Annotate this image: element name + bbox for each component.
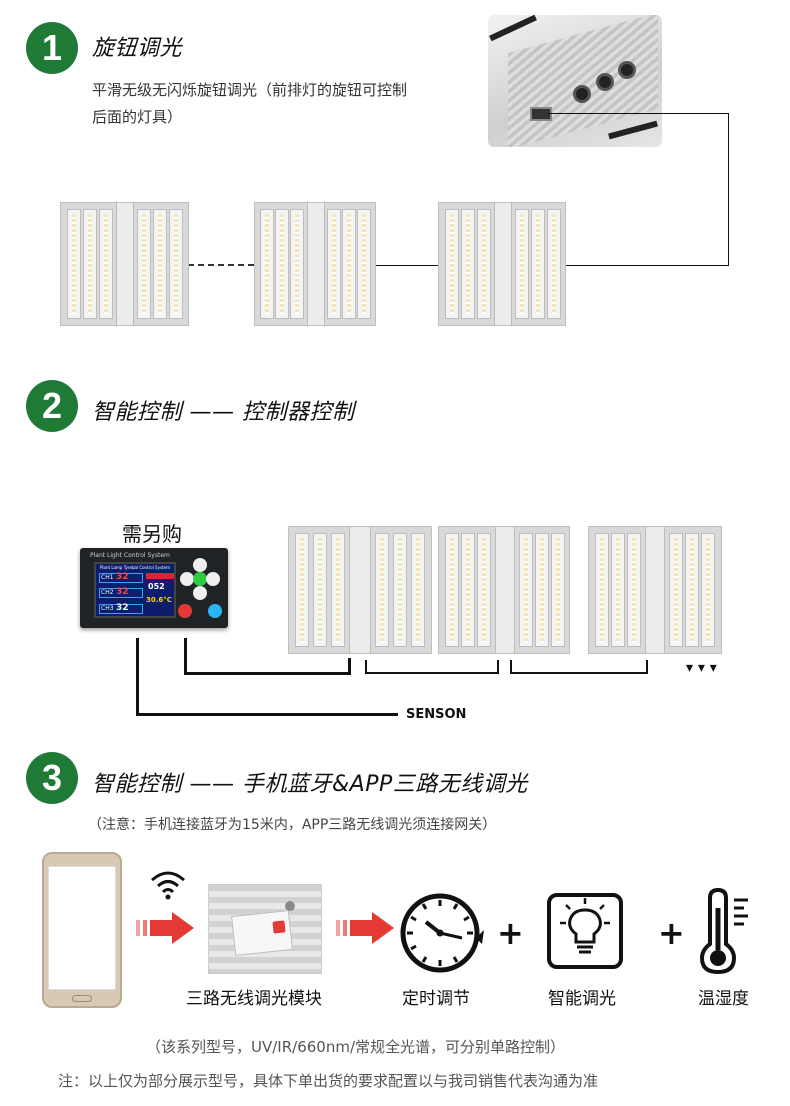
sensor-cable <box>136 713 398 716</box>
sensor-label: SENSON <box>406 707 467 722</box>
clock-icon <box>400 893 484 973</box>
plus-sign: + <box>658 914 685 952</box>
humidity-value: 052 <box>148 582 165 591</box>
phone-screen <box>48 866 116 990</box>
ch3-value: 32 <box>116 603 129 613</box>
connector-line <box>728 113 729 266</box>
connector-line <box>375 265 438 266</box>
sensor-cable <box>136 638 139 716</box>
cable-line <box>184 672 350 675</box>
knob-icon <box>618 61 636 79</box>
section1-desc-line2: 后面的灯具） <box>92 108 183 126</box>
buy-separately-label: 需另购 <box>122 522 182 546</box>
caption-smart-dimming: 智能调光 <box>548 989 616 1009</box>
connector-line <box>566 265 729 266</box>
up-button[interactable] <box>193 558 207 572</box>
smartphone <box>42 852 122 1008</box>
knob-icon <box>573 85 591 103</box>
cable-line <box>365 672 499 674</box>
ch1-label: CH1 <box>101 574 114 581</box>
connector-dashed-line <box>188 264 254 266</box>
knob-icon <box>596 73 614 91</box>
cable-icon <box>489 15 537 42</box>
red-arrow-icon <box>136 912 194 944</box>
section2-title: 智能控制 —— 控制器控制 <box>92 400 355 425</box>
cable-line <box>348 658 351 675</box>
led-fixture <box>438 202 566 326</box>
enter-button[interactable] <box>208 604 222 618</box>
right-button[interactable] <box>206 572 220 586</box>
continuation-dots: ▾ ▾ ▾ <box>686 660 717 676</box>
section3-note: （注意：手机连接蓝牙为15米内，APP三路无线调光须连接网关） <box>88 817 497 833</box>
controller-screen: Plant Lamp Tyrebal Control System CH1 32… <box>94 562 176 618</box>
ch2-value: 32 <box>116 587 129 597</box>
thermometer-icon <box>700 888 748 975</box>
plus-sign: + <box>497 914 524 952</box>
ok-button[interactable] <box>193 572 207 586</box>
cable-line <box>365 660 367 674</box>
bulb-icon <box>547 893 623 969</box>
section3-title: 智能控制 —— 手机蓝牙&APP三路无线调光 <box>92 772 528 797</box>
wifi-icon <box>151 871 185 900</box>
down-button[interactable] <box>193 586 207 600</box>
knob-photo <box>488 15 662 147</box>
module-box <box>231 910 293 956</box>
footer-note-2: 注：以上仅为部分展示型号，具体下单出货的要求配置以与我司销售代表沟通为准 <box>58 1072 599 1090</box>
ch2-label: CH2 <box>101 589 114 596</box>
home-button-icon <box>72 995 92 1002</box>
ch3-label: CH3 <box>101 605 114 612</box>
controller-header: Plant Light Control System <box>90 552 170 559</box>
section1-title: 旋钮调光 <box>92 36 183 61</box>
wireless-module-photo <box>208 884 322 974</box>
cable-line <box>646 660 648 674</box>
screen-subtitle: Plant Lamp Tyrebal Control System <box>100 565 170 570</box>
led-fixture <box>438 526 570 654</box>
led-fixture <box>60 202 189 326</box>
cable-line <box>184 638 187 674</box>
left-button[interactable] <box>180 572 194 586</box>
cable-line <box>510 660 512 674</box>
section3-number: 3 <box>26 752 78 804</box>
section1-number: 1 <box>26 22 78 74</box>
led-fixture <box>588 526 722 654</box>
connector-line <box>548 113 729 114</box>
footer-note-1: （该系列型号，UV/IR/660nm/常规全光谱，可分别单路控制） <box>146 1038 565 1056</box>
cable-line <box>497 660 499 674</box>
red-arrow-icon <box>336 912 394 944</box>
ch1-value: 32 <box>116 572 129 582</box>
led-fixture <box>254 202 376 326</box>
reset-button[interactable] <box>178 604 192 618</box>
led-fixture <box>288 526 432 654</box>
section2-number: 2 <box>26 380 78 432</box>
cable-line <box>510 672 648 674</box>
caption-wireless-module: 三路无线调光模块 <box>186 989 322 1009</box>
caption-timer: 定时调节 <box>402 989 470 1009</box>
caption-temp-humidity: 温湿度 <box>698 989 749 1009</box>
section1-desc-line1: 平滑无级无闪烁旋钮调光（前排灯的旋钮可控制 <box>92 81 408 99</box>
light-controller: Plant Light Control System Plant Lamp Ty… <box>80 548 228 628</box>
rj45-port-icon <box>530 107 552 121</box>
cable-icon <box>608 120 658 140</box>
temperature-value: 30.6°C <box>146 596 172 604</box>
